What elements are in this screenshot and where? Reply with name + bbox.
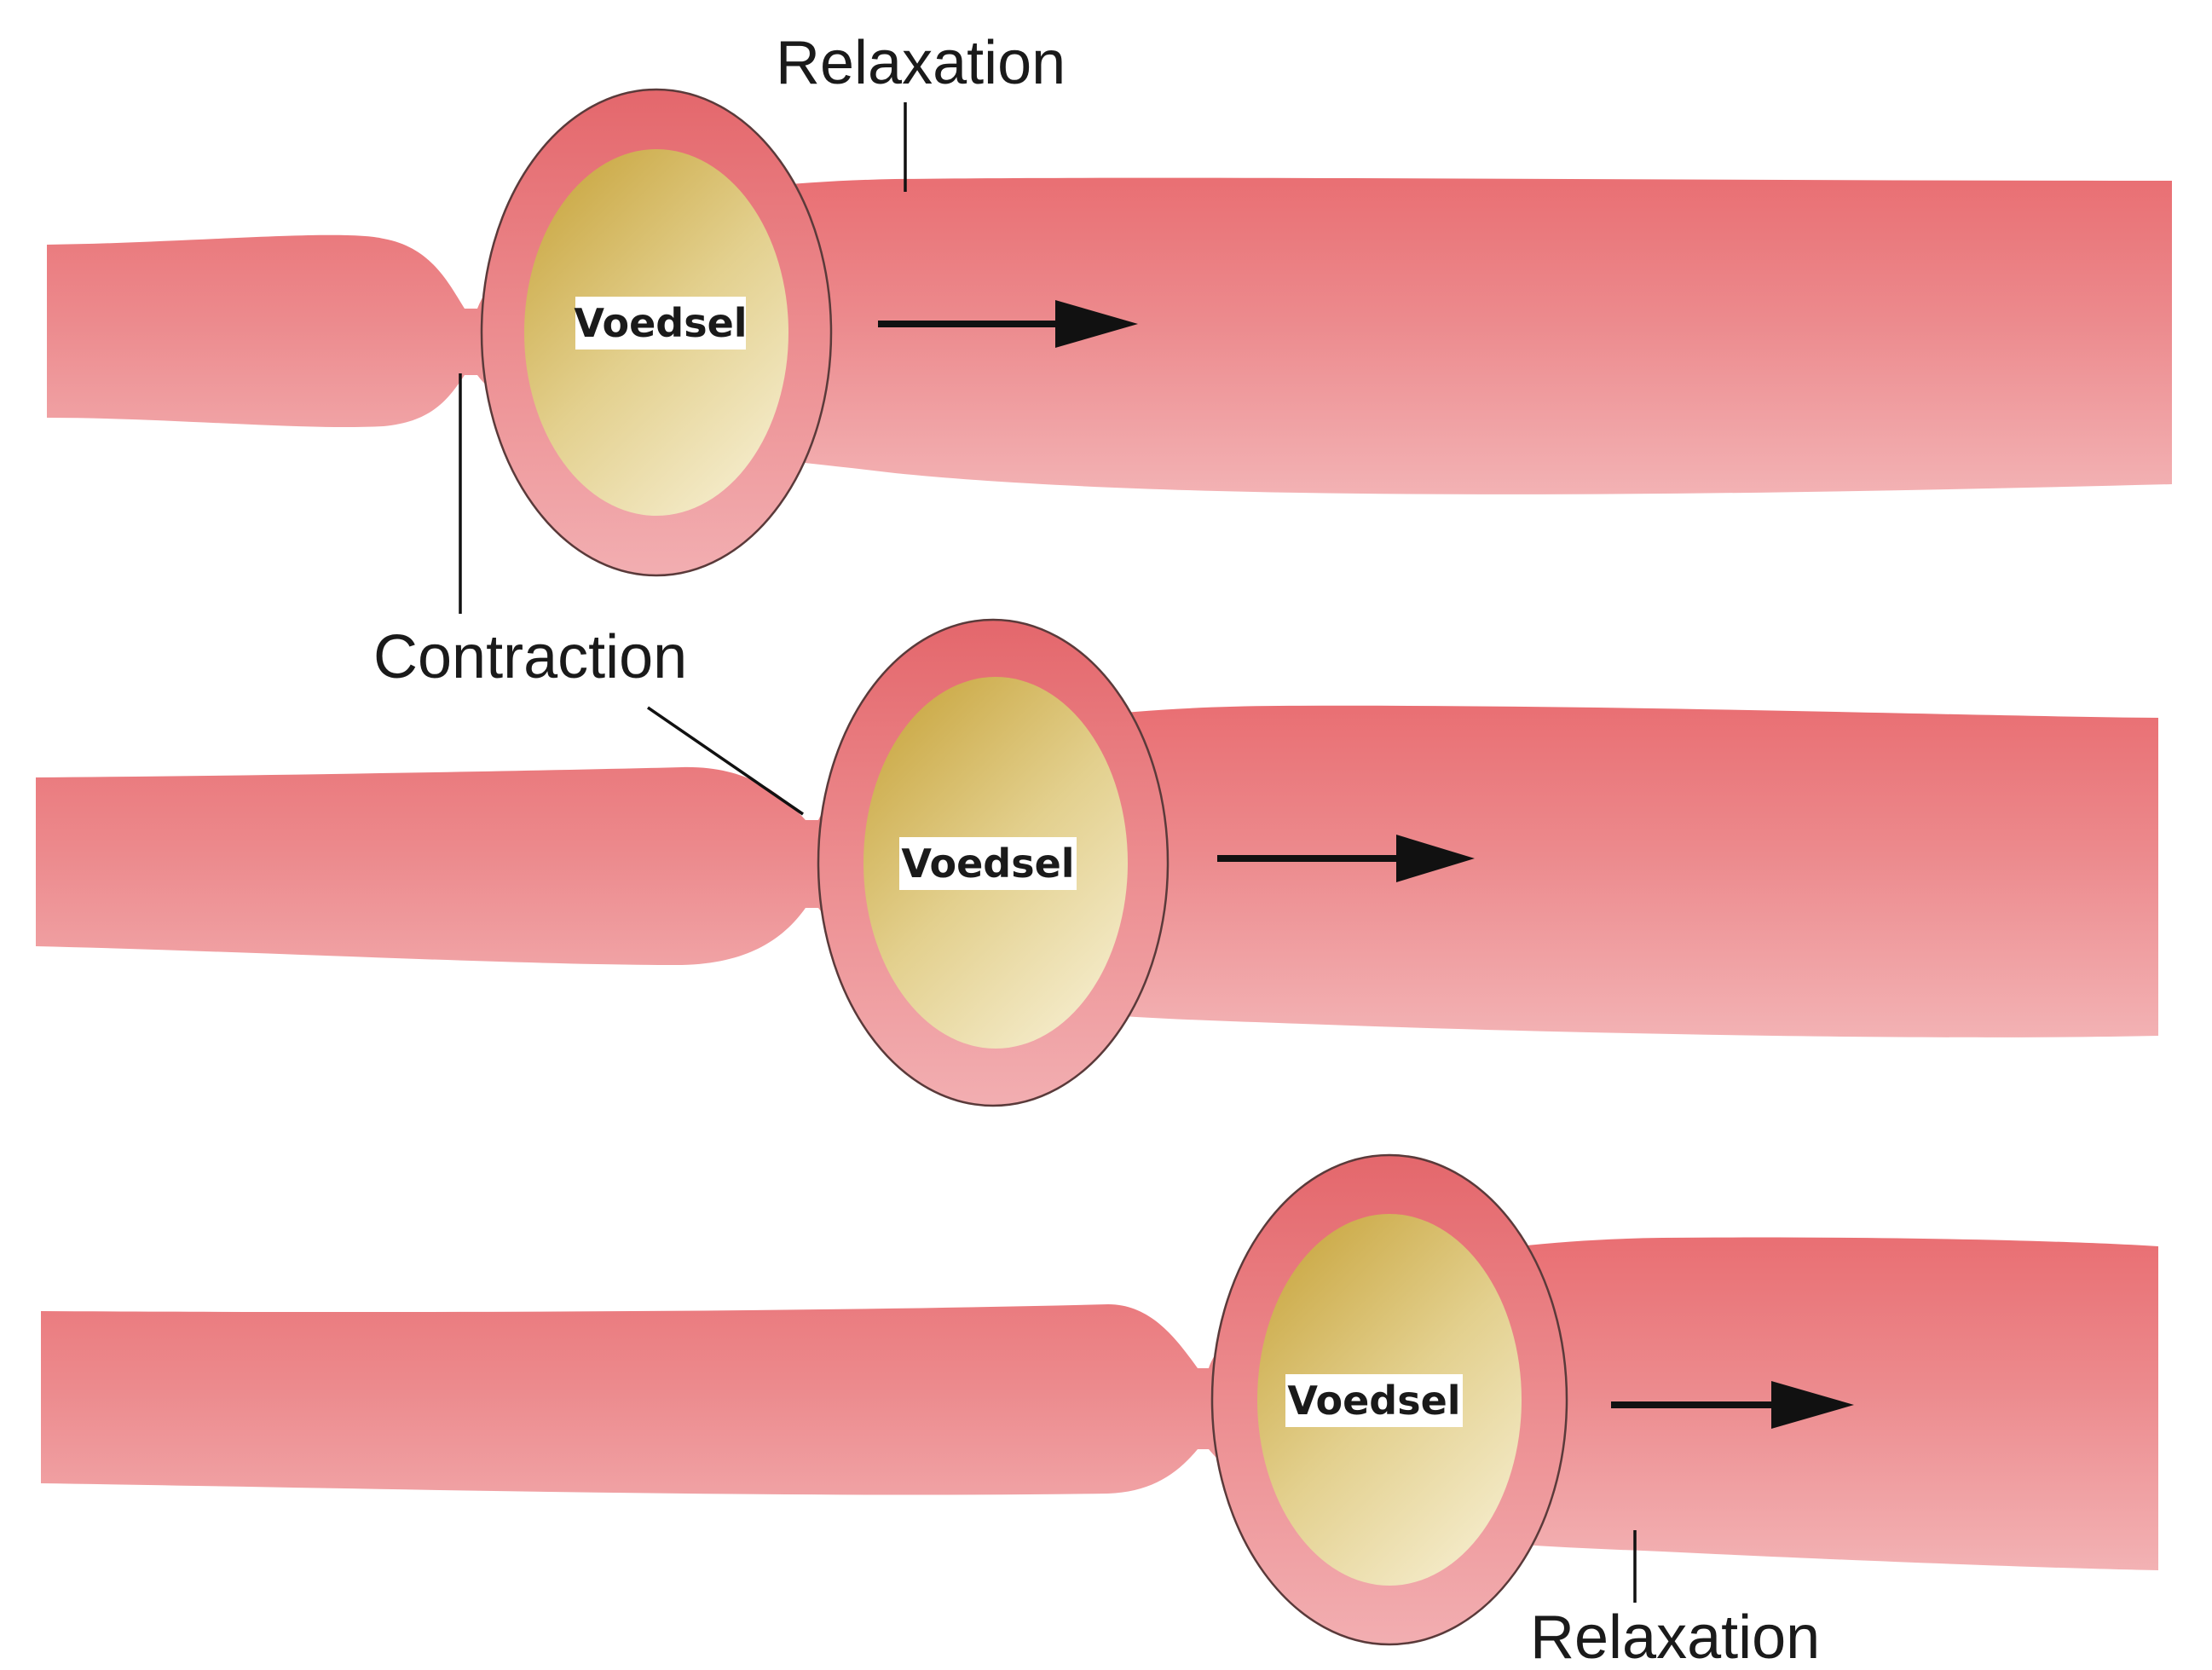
contraction-label: Contraction: [373, 623, 687, 691]
food-label: Voedsel: [901, 841, 1074, 887]
relaxation-top-label: Relaxation: [776, 29, 1066, 97]
panel-2: Voedsel: [36, 620, 2158, 1106]
panel-1: Voedsel: [47, 90, 2172, 575]
food-label: Voedsel: [574, 300, 747, 346]
relaxation-bottom-label: Relaxation: [1530, 1604, 1820, 1670]
panel-3: Voedsel: [41, 1155, 2158, 1644]
food-label: Voedsel: [1287, 1378, 1460, 1424]
esophagus-tube: [47, 178, 2172, 494]
